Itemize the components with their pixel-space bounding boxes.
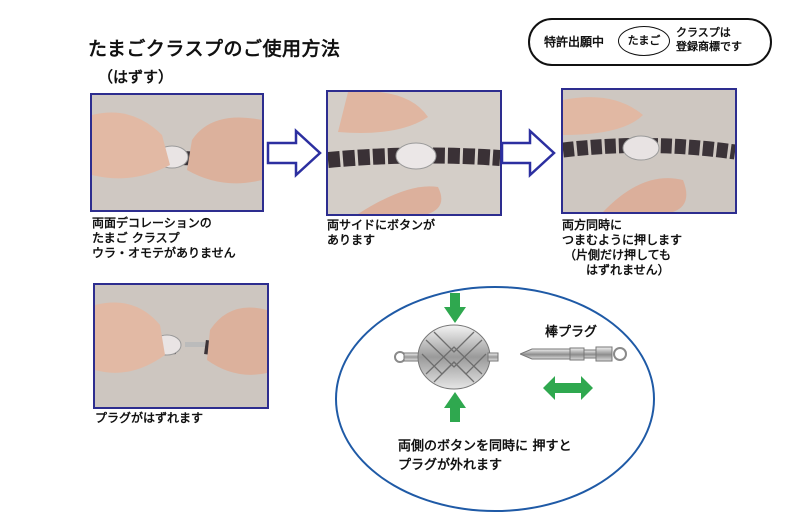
page-title: たまごクラスプのご使用方法 (88, 38, 341, 60)
trademark-line-2: 登録商標です (676, 40, 742, 53)
page-subtitle: （はずす） (98, 68, 174, 86)
plug-label: 棒プラグ (545, 325, 598, 340)
caption-line: つまむように押します (562, 233, 683, 247)
trademark-line-1: クラスプは (676, 26, 731, 39)
caption-line: プラグがはずれます (95, 411, 204, 425)
caption-step-3: 両方同時に つまむように押します （片側だけ押しても はずれません） (562, 218, 682, 278)
caption-line: 両サイドにボタンが (327, 218, 436, 232)
bar-plug-illustration (520, 346, 627, 362)
caption-line: 両側のボタンを同時に 押すと (398, 439, 572, 454)
photo-step-3 (561, 88, 737, 214)
caption-line: プラグが外れます (398, 458, 503, 473)
double-arrow-icon (543, 376, 593, 400)
caption-line: はずれません） (586, 263, 670, 277)
caption-step-4: プラグがはずれます (95, 411, 203, 426)
egg-clasp-illustration (394, 324, 499, 390)
caption-line: （片側だけ押しても (564, 248, 672, 262)
photo-step-2 (326, 90, 502, 216)
photo-step-1 (90, 93, 264, 212)
caption-step-2: 両サイドにボタンが あります (327, 218, 435, 248)
press-down-arrow-icon (444, 293, 466, 323)
flow-arrow-icon (500, 128, 556, 178)
clasp-diagram (335, 286, 655, 512)
patent-pending-text: 特許出願中 (544, 35, 605, 49)
caption-line: ウラ・オモテがありません (92, 246, 236, 260)
flow-arrow-icon (266, 128, 322, 178)
caption-line: たまご クラスプ (92, 231, 180, 245)
caption-line: 両面デコレーションの (92, 216, 212, 230)
trademark-text: クラスプは 登録商標です (676, 26, 742, 54)
press-up-arrow-icon (444, 392, 466, 422)
photo-step-4 (93, 283, 269, 409)
tamago-oval-label: たまご (618, 26, 670, 56)
diagram-caption: 両側のボタンを同時に 押すと プラグが外れます (398, 437, 572, 475)
caption-step-1: 両面デコレーションの たまご クラスプ ウラ・オモテがありません (92, 216, 236, 261)
patent-badge: 特許出願中 たまご クラスプは 登録商標です (528, 18, 772, 66)
caption-line: あります (327, 233, 376, 247)
caption-line: 両方同時に (562, 218, 623, 232)
